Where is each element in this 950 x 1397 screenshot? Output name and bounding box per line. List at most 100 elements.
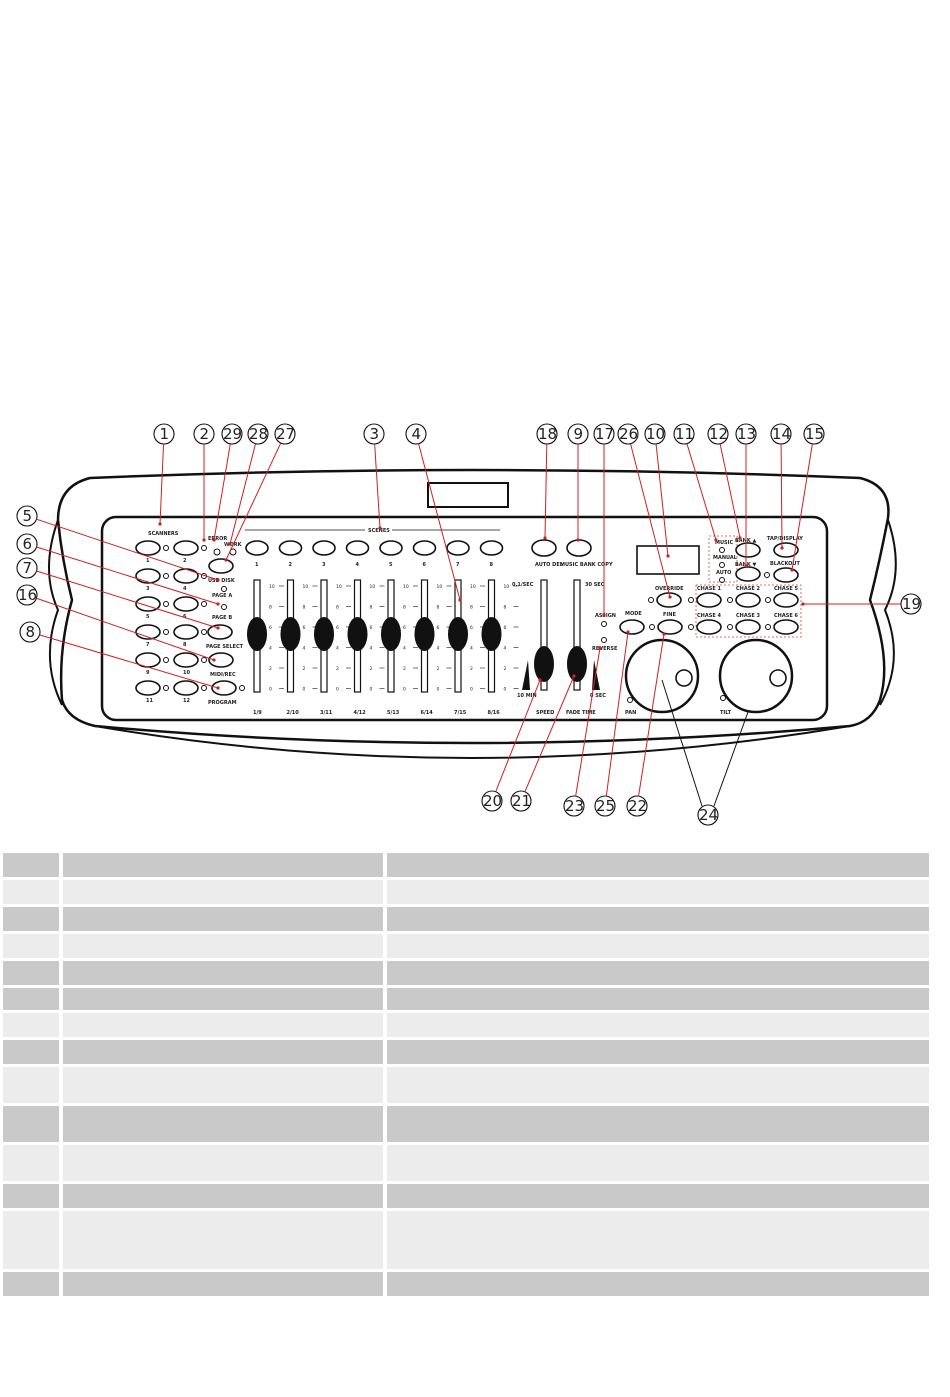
- scanner-button-3[interactable]: [135, 568, 161, 584]
- fader-tick: 8: [303, 605, 306, 611]
- fader-tick: 6: [437, 625, 440, 631]
- tilt-wheel-grip: [769, 669, 787, 687]
- table-cell: [387, 907, 933, 931]
- chase-button[interactable]: [696, 592, 722, 608]
- scene-button-2[interactable]: [278, 540, 303, 556]
- table-cell: [63, 1013, 387, 1037]
- scanner-button-1[interactable]: [135, 540, 161, 556]
- callout-leader: [713, 711, 749, 807]
- bank-up-button[interactable]: [735, 542, 761, 558]
- page-a-led: [221, 586, 227, 592]
- chase-button[interactable]: [735, 592, 761, 608]
- scanner-button-6[interactable]: [173, 596, 199, 612]
- scanner-button-11[interactable]: [135, 680, 161, 696]
- callout-circle: [626, 795, 648, 817]
- table-cell: [3, 1013, 63, 1037]
- fader-tick: 4: [303, 646, 306, 652]
- blackout-button[interactable]: [773, 567, 799, 583]
- tilt-wheel[interactable]: [718, 638, 794, 714]
- scanners-header: SCANNERS: [148, 531, 179, 537]
- callout-arrowhead: [790, 568, 794, 572]
- scanner-led-6: [201, 601, 207, 607]
- fader-knob-7/15[interactable]: [448, 617, 468, 651]
- fader-label: 3/11: [320, 710, 333, 716]
- fader-tick: 0: [269, 687, 272, 693]
- scene-button-1[interactable]: [245, 540, 269, 556]
- fader-knob-5/13[interactable]: [381, 617, 401, 651]
- fine-label: FINE: [663, 612, 676, 618]
- fader-knob-3/11[interactable]: [314, 617, 334, 651]
- chase-button[interactable]: [735, 619, 761, 635]
- scanner-button-10[interactable]: [173, 652, 199, 668]
- speed-ramp-icon: [522, 660, 530, 690]
- fader-tick: 8: [370, 605, 373, 611]
- fader-knob-2/10[interactable]: [280, 617, 301, 651]
- scanner-led-7: [163, 629, 169, 635]
- fade-time-label: FADE TIME: [566, 710, 596, 716]
- callout-number: 6: [23, 535, 33, 553]
- blackout-led: [764, 572, 770, 578]
- callout-leader: [159, 443, 165, 525]
- chase-button[interactable]: [696, 619, 722, 635]
- callout-leader: [575, 647, 601, 797]
- chase-label: CHASE 5: [774, 586, 798, 592]
- scanner-number: 11: [146, 698, 153, 704]
- table-row: [3, 907, 933, 931]
- table-cell: [63, 988, 387, 1010]
- fader-tick: 0: [403, 687, 406, 693]
- usb-disk-button[interactable]: [208, 558, 234, 574]
- callout-leader: [36, 570, 219, 629]
- scene-button-5[interactable]: [379, 540, 403, 556]
- fader-label: 7/15: [454, 710, 467, 716]
- scanner-button-2[interactable]: [173, 540, 199, 556]
- scene-button-7[interactable]: [446, 540, 470, 556]
- scanner-number: 1: [146, 558, 150, 564]
- callout-leader: [225, 442, 282, 561]
- speed-fader-knob[interactable]: [534, 646, 554, 682]
- table-cell: [3, 907, 63, 931]
- midi-rec-button[interactable]: [208, 652, 234, 668]
- scene-button-3[interactable]: [312, 540, 336, 556]
- callout-circle: [803, 423, 825, 445]
- scene-number: 3: [322, 562, 326, 568]
- callout-arrowhead: [216, 602, 220, 606]
- fader-knob-6/14[interactable]: [414, 617, 435, 651]
- fade-fader-knob[interactable]: [567, 646, 587, 682]
- chase-led: [727, 597, 733, 603]
- table-cell: [63, 853, 387, 877]
- chase-button[interactable]: [773, 619, 799, 635]
- fader-knob-8/16[interactable]: [481, 617, 502, 651]
- scanner-button-12[interactable]: [173, 680, 199, 696]
- scene-button-4[interactable]: [345, 540, 370, 556]
- scene-button-6[interactable]: [412, 540, 437, 556]
- scene-button-8[interactable]: [479, 540, 504, 556]
- pan-wheel[interactable]: [624, 638, 700, 714]
- fader-tick: 2: [437, 666, 440, 672]
- mode-button[interactable]: [619, 619, 645, 635]
- table-cell: [3, 1106, 63, 1142]
- scanner-button-8[interactable]: [173, 624, 199, 640]
- tap-display-button[interactable]: [773, 542, 799, 558]
- callout-leader: [605, 631, 629, 797]
- table-cell: [3, 988, 63, 1010]
- scanner-button-4[interactable]: [173, 568, 199, 584]
- music-bank-copy-button[interactable]: [566, 539, 592, 557]
- scene-number: 1: [255, 562, 259, 568]
- chase-button[interactable]: [773, 592, 799, 608]
- table-cell: [387, 1106, 933, 1142]
- callout-number: 24: [699, 806, 718, 824]
- bank-down-button[interactable]: [735, 566, 761, 582]
- speed-bottom-label: 10 MIN: [517, 693, 537, 699]
- auto-del-button[interactable]: [531, 539, 557, 557]
- fine-button[interactable]: [657, 619, 683, 635]
- table-cell: [3, 934, 63, 958]
- program-button[interactable]: [211, 680, 237, 696]
- table-cell: [3, 1211, 63, 1269]
- callout-arrowhead: [598, 646, 602, 650]
- fader-knob-1/9[interactable]: [247, 617, 267, 651]
- table-cell: [387, 1013, 933, 1037]
- page-select-button[interactable]: [207, 624, 233, 640]
- fader-label: 6/14: [421, 710, 434, 716]
- fader-knob-4/12[interactable]: [347, 617, 368, 651]
